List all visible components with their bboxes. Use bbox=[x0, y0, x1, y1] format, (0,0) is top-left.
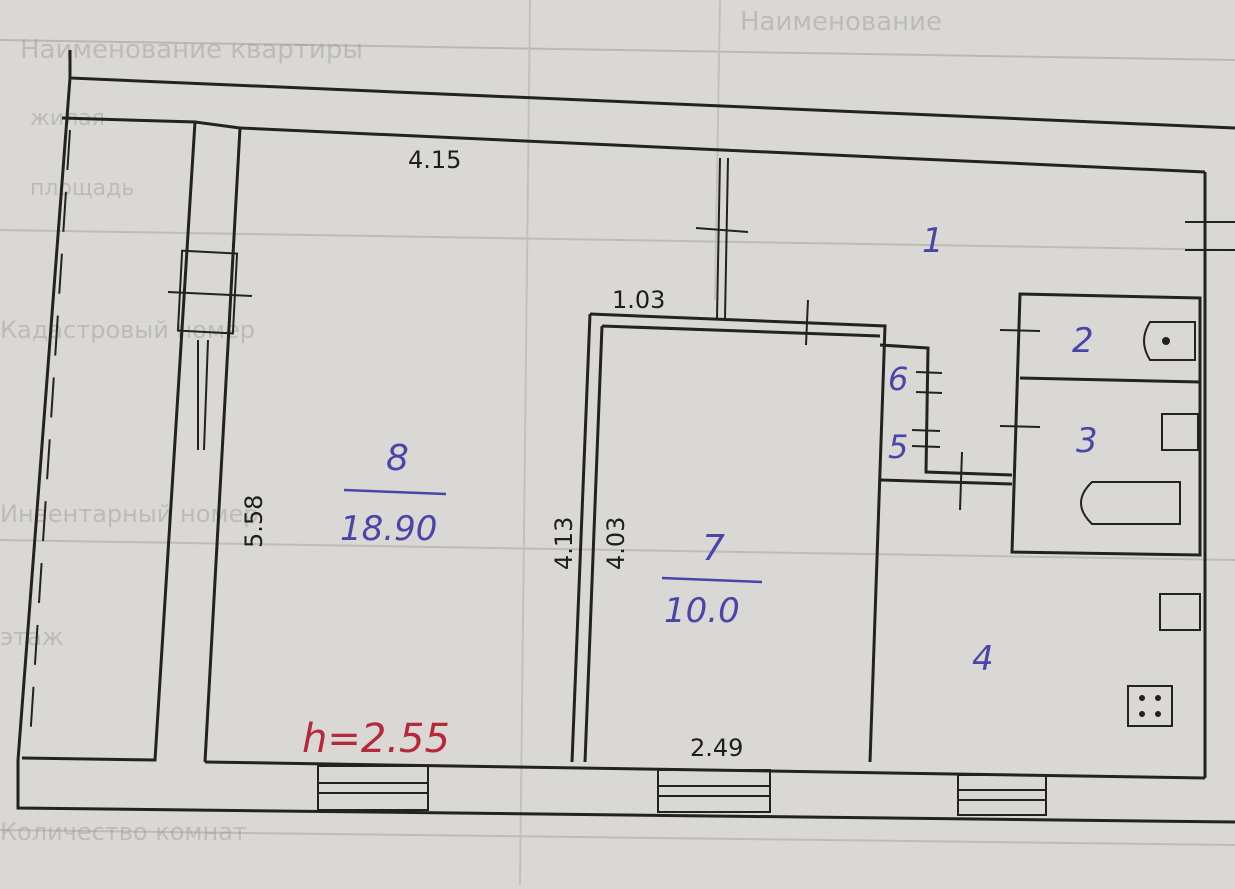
bg-text-4: Кадастровый номер bbox=[0, 316, 255, 344]
room-7-number: 7 bbox=[702, 528, 725, 569]
room-3-number: 3 bbox=[1076, 421, 1098, 461]
dimensions: 4.15 5.58 4.13 4.03 1.03 2.49 bbox=[240, 146, 743, 762]
room-8-area: 18.90 bbox=[340, 509, 437, 549]
balcony bbox=[21, 116, 197, 762]
ceiling-height: h=2.55 bbox=[302, 716, 450, 762]
room-4-number: 4 bbox=[972, 639, 994, 679]
room-2-number: 2 bbox=[1072, 321, 1094, 361]
windows bbox=[317, 765, 1047, 816]
closets bbox=[879, 343, 1013, 511]
bg-text-3: площадь bbox=[30, 176, 134, 201]
bg-text-8: Наименование bbox=[740, 7, 942, 37]
room-8-walls bbox=[167, 120, 253, 763]
dim-room8-height: 5.58 bbox=[240, 495, 268, 548]
room-8-number: 8 bbox=[386, 438, 409, 479]
dim-room7-bottom: 2.49 bbox=[690, 734, 743, 762]
entrance bbox=[1185, 221, 1235, 251]
room-5-number: 5 bbox=[888, 428, 908, 466]
room-7-area: 10.0 bbox=[664, 591, 740, 631]
kitchen-fixtures bbox=[1127, 593, 1201, 727]
room-1-number: 1 bbox=[922, 221, 944, 261]
bg-text-5: Инвентарный номер bbox=[0, 500, 259, 528]
dim-room7-left-outer: 4.13 bbox=[550, 517, 578, 570]
room-areas: 10.0 18.90 bbox=[340, 488, 763, 631]
room-7-walls bbox=[570, 157, 887, 763]
room-6-number: 6 bbox=[888, 360, 908, 398]
dim-top-width: 4.15 bbox=[408, 146, 461, 174]
outer-walls bbox=[16, 50, 1235, 824]
wet-rooms bbox=[999, 292, 1202, 557]
room-numbers: 1 2 3 4 5 6 7 8 bbox=[386, 221, 1098, 679]
dim-room7-top: 1.03 bbox=[612, 286, 665, 314]
bg-text-7: Количество комнат bbox=[0, 818, 247, 846]
bg-text-1: Наименование квартиры bbox=[20, 35, 363, 65]
bg-text-6: этаж bbox=[0, 623, 63, 651]
dim-room7-left-inner: 4.03 bbox=[602, 517, 630, 570]
